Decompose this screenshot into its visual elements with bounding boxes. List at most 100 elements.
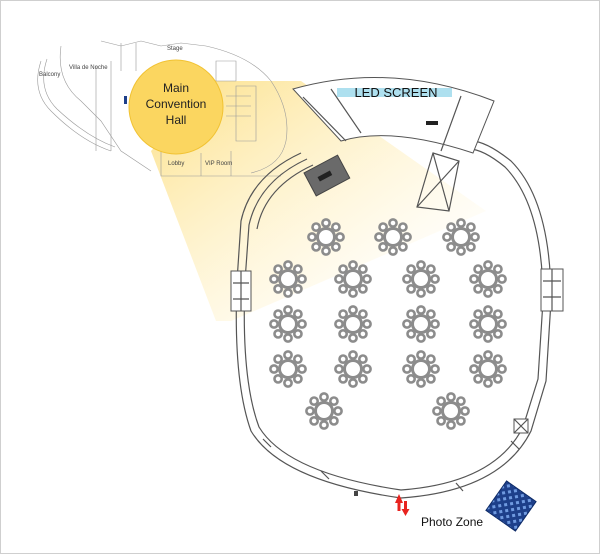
chair [416,260,426,270]
chair [446,241,456,252]
chair [402,274,412,284]
chair [473,309,483,319]
chair [406,309,416,319]
chair [311,241,321,252]
chair [416,378,426,388]
chair [338,264,348,274]
chair [338,373,348,384]
chair [378,222,388,232]
chair [483,378,493,388]
chair [425,373,436,384]
chair [425,328,436,339]
chair [497,319,507,329]
round-table [402,305,440,343]
chair [442,232,452,242]
chair [436,415,446,426]
chair [378,241,388,252]
chair [455,396,466,406]
chair [319,420,329,430]
chair [283,378,293,388]
chair [319,392,329,402]
chair [297,319,307,329]
chair [456,246,466,256]
chair [328,396,339,406]
chair [425,264,436,274]
chair [269,274,279,284]
table-top [478,359,498,379]
chair [436,396,446,406]
chair [416,333,426,343]
round-table [269,260,307,298]
table-top [383,227,403,247]
chair [348,260,358,270]
round-table [469,260,507,298]
vip-room-label: VIP Room [205,161,232,167]
chair [273,264,283,274]
round-table [334,260,372,298]
hall-name-line2: Convention [146,97,207,111]
chair [446,392,456,402]
chair [402,364,412,374]
chair [492,373,503,384]
chair [460,406,470,416]
photo-zone-label: Photo Zone [421,515,483,529]
mini-site-map: Balcony Villa de Noche Stage Lobby VIP R… [37,40,288,177]
table-top [411,269,431,289]
stage-label: Stage [167,46,183,52]
chair [425,354,436,364]
chair [446,420,456,430]
hall-name-line3: Hall [166,113,187,127]
round-table [402,260,440,298]
chair [357,309,368,319]
chair [402,319,412,329]
led-screen-bar [337,88,452,97]
table-top [441,401,461,421]
chair [348,350,358,360]
chair [402,232,412,242]
chair [483,305,493,315]
chair [473,354,483,364]
chair [362,319,372,329]
chair [416,305,426,315]
chair [297,274,307,284]
chair [348,333,358,343]
chair [273,283,283,294]
chair [309,396,319,406]
table-top [343,269,363,289]
table-top [316,227,336,247]
chair [497,364,507,374]
chair [311,222,321,232]
chair [357,328,368,339]
chair [430,364,440,374]
chair [406,283,416,294]
chair [425,309,436,319]
chair [432,406,442,416]
chair [338,309,348,319]
chair [307,232,317,242]
entrance-arrow-icon [395,494,410,516]
table-top [411,314,431,334]
round-table [374,218,412,256]
table-top [478,314,498,334]
table-top [343,314,363,334]
chair [406,373,416,384]
round-table [442,218,480,256]
chair [273,373,283,384]
table-top [278,314,298,334]
chair [492,309,503,319]
led-screen-label: LED SCREEN [354,85,437,100]
chair [483,350,493,360]
chair [469,364,479,374]
chair [483,288,493,298]
hall-name-line1: Main [163,81,189,95]
round-table [469,350,507,388]
round-table [307,218,345,256]
chair [334,274,344,284]
chair [305,406,315,416]
chair [465,222,476,232]
table-top [314,401,334,421]
chair [465,241,476,252]
chair [416,350,426,360]
chair [283,288,293,298]
chair [309,415,319,426]
